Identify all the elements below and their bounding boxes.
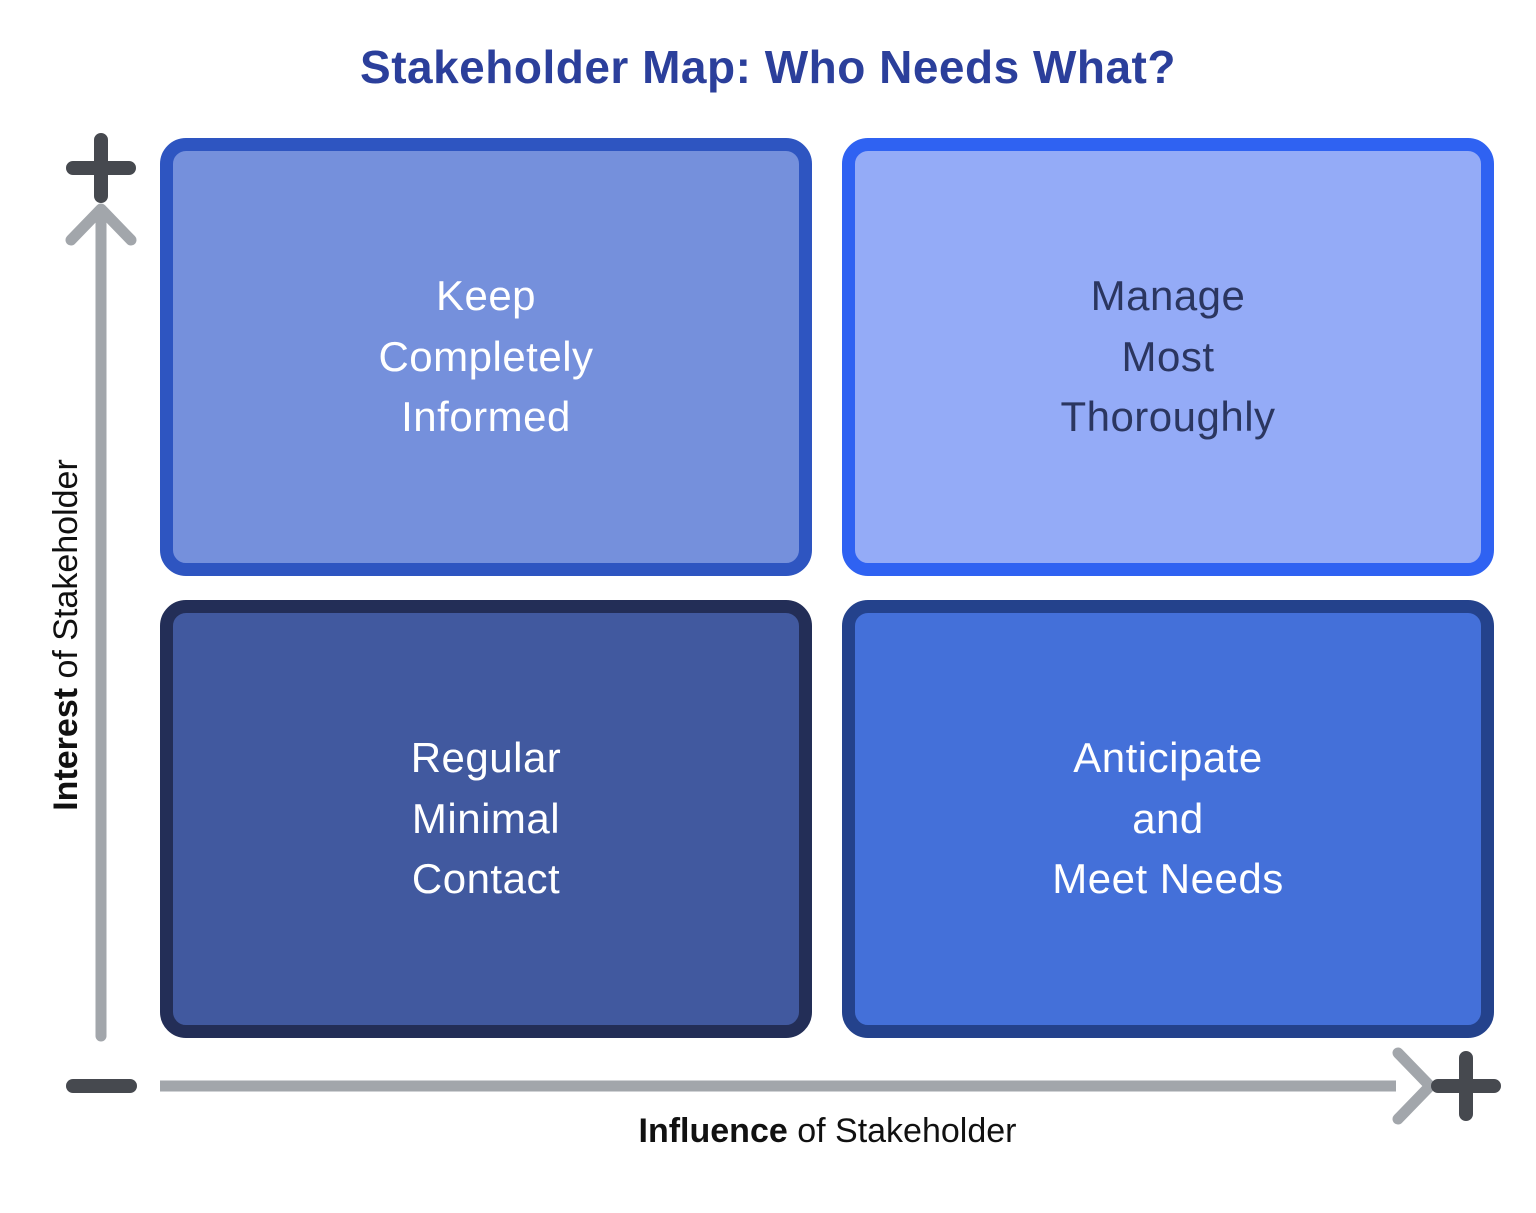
- quadrant-regular-minimal-contact: Regular Minimal Contact: [160, 600, 812, 1038]
- quadrant-label: Regular Minimal Contact: [410, 733, 562, 903]
- y-axis-label-rest: of Stakeholder: [47, 459, 85, 688]
- x-axis-label-rest: of Stakeholder: [787, 1112, 1017, 1150]
- x-axis-label-bold: Influence: [638, 1112, 788, 1150]
- y-axis-label-bold: Interest: [47, 687, 85, 811]
- y-axis-plus-icon: [66, 133, 136, 203]
- y-axis-arrowhead-icon: [65, 203, 137, 246]
- quadrant-anticipate-and-meet-needs: Anticipate and Meet Needs: [842, 600, 1494, 1038]
- quadrant-manage-most-thoroughly: Manage Most Thoroughly: [842, 138, 1494, 576]
- quadrant-label: Manage Most Thoroughly: [1060, 271, 1276, 441]
- x-axis-arrowhead-icon: [1392, 1047, 1436, 1125]
- quadrant-label: Keep Completely Informed: [378, 271, 594, 441]
- chart-title: Stakeholder Map: Who Needs What?: [360, 41, 1176, 93]
- quadrant-label: Anticipate and Meet Needs: [1052, 733, 1284, 903]
- y-axis-label: Interest of Stakeholder: [41, 435, 91, 835]
- x-axis-label: Influence of Stakeholder: [160, 1112, 1495, 1151]
- quadrant-keep-completely-informed: Keep Completely Informed: [160, 138, 812, 576]
- x-axis-plus-icon: [1431, 1051, 1501, 1121]
